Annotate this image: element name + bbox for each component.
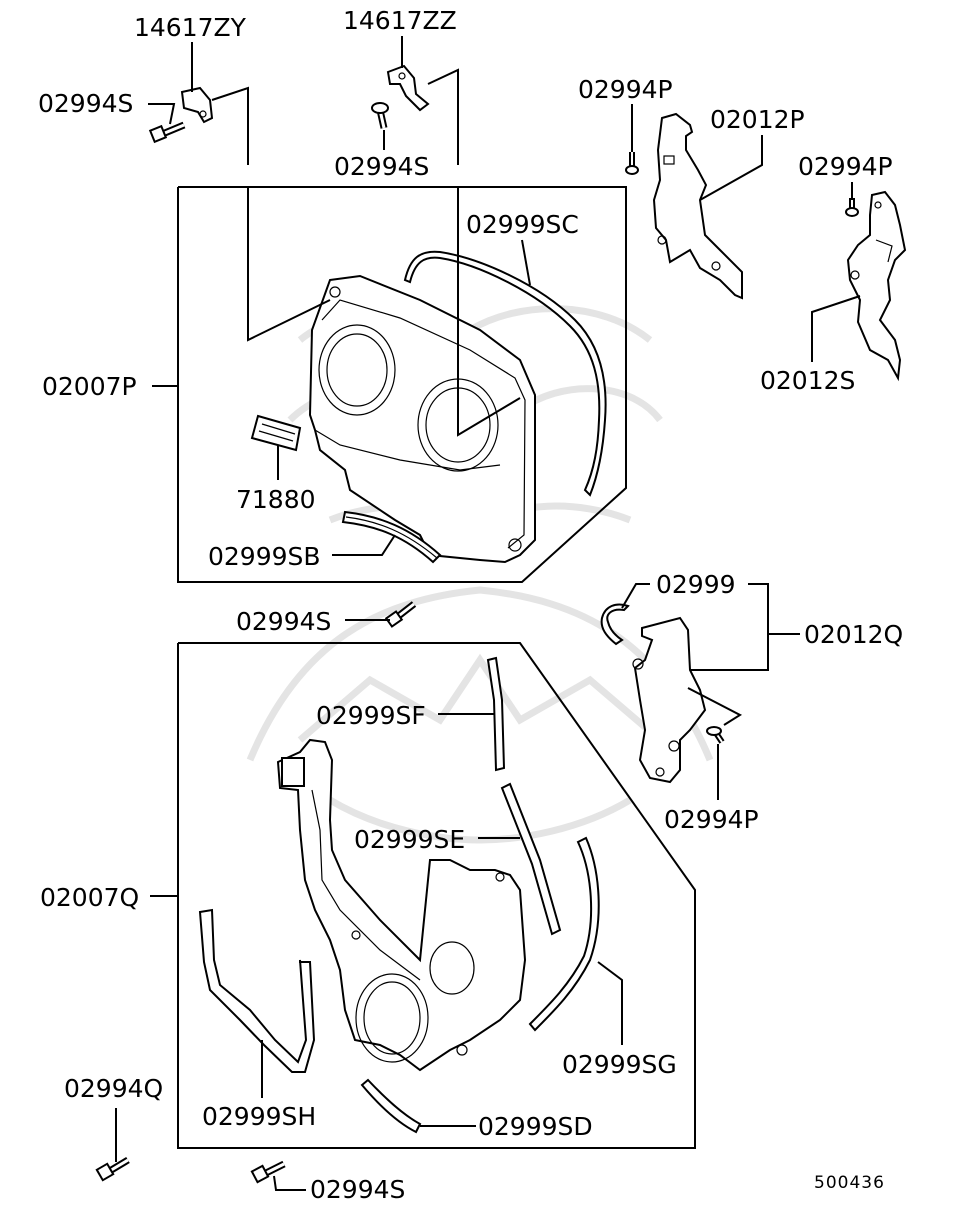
part-02999SE-seal xyxy=(500,782,562,936)
leader-lines xyxy=(115,36,861,1191)
part-02999SH-seal xyxy=(198,908,316,1073)
label-02999: 02999 xyxy=(656,570,736,599)
part-02007P-upper-cover xyxy=(308,274,536,564)
label-02999SE: 02999SE xyxy=(354,825,465,854)
label-02012S: 02012S xyxy=(760,366,855,395)
part-labels: 14617ZY 14617ZZ 02994S 02994S 02994P 020… xyxy=(38,6,903,1204)
label-02999SH: 02999SH xyxy=(202,1102,316,1131)
label-02994Q: 02994Q xyxy=(64,1074,163,1103)
part-14617ZY-bracket xyxy=(180,86,214,124)
diagram-id: 500436 xyxy=(814,1173,885,1193)
part-02994S-bolt-topleft xyxy=(148,121,186,144)
label-02012Q: 02012Q xyxy=(804,620,903,649)
part-02994Q-bolt xyxy=(95,1156,130,1182)
label-02012P: 02012P xyxy=(710,105,805,134)
label-02994S-mid: 02994S xyxy=(236,607,331,636)
part-02999SF-seal xyxy=(486,656,506,772)
lower-assembly-box xyxy=(177,642,696,1149)
part-02994P-bolt-top xyxy=(625,152,639,175)
part-02999SC-seal xyxy=(403,250,607,497)
label-02994S-topmid: 02994S xyxy=(334,152,429,181)
part-02012S-bracket xyxy=(846,190,907,382)
label-02994S-topleft: 02994S xyxy=(38,89,133,118)
part-14617ZZ-bracket xyxy=(386,64,430,112)
part-02994P-bolt-right xyxy=(845,198,859,217)
label-02007P: 02007P xyxy=(42,372,137,401)
label-02999SD: 02999SD xyxy=(478,1112,593,1141)
part-02999SD-seal xyxy=(360,1078,422,1134)
upper-assembly-box xyxy=(177,186,627,583)
label-02994S-bottom: 02994S xyxy=(310,1175,405,1204)
label-02999SF: 02999SF xyxy=(316,701,426,730)
part-71880-label-plate xyxy=(250,414,302,452)
label-02999SB: 02999SB xyxy=(208,542,321,571)
part-02007Q-lower-cover xyxy=(276,738,527,1072)
part-02999-clip xyxy=(600,603,630,646)
part-02994S-bolt-topmid xyxy=(371,102,389,129)
label-02994P-top: 02994P xyxy=(578,75,673,104)
part-02999SB-seal xyxy=(341,510,442,564)
part-02999SG-seal xyxy=(528,836,600,1032)
label-02994P-mid: 02994P xyxy=(664,805,759,834)
label-02999SG: 02999SG xyxy=(562,1050,677,1079)
part-02994P-bolt-mid xyxy=(706,726,725,744)
label-02999SC: 02999SC xyxy=(466,210,579,239)
part-02994S-bolt-mid xyxy=(384,601,417,628)
label-14617ZZ: 14617ZZ xyxy=(343,6,457,35)
label-71880: 71880 xyxy=(236,485,316,514)
part-02012P-bracket xyxy=(652,112,743,300)
label-02994P-right: 02994P xyxy=(798,152,893,181)
part-02012Q-bracket xyxy=(632,616,707,784)
label-02007Q: 02007Q xyxy=(40,883,139,912)
label-14617ZY: 14617ZY xyxy=(134,13,247,42)
part-02994S-bolt-bottom xyxy=(250,1160,286,1184)
